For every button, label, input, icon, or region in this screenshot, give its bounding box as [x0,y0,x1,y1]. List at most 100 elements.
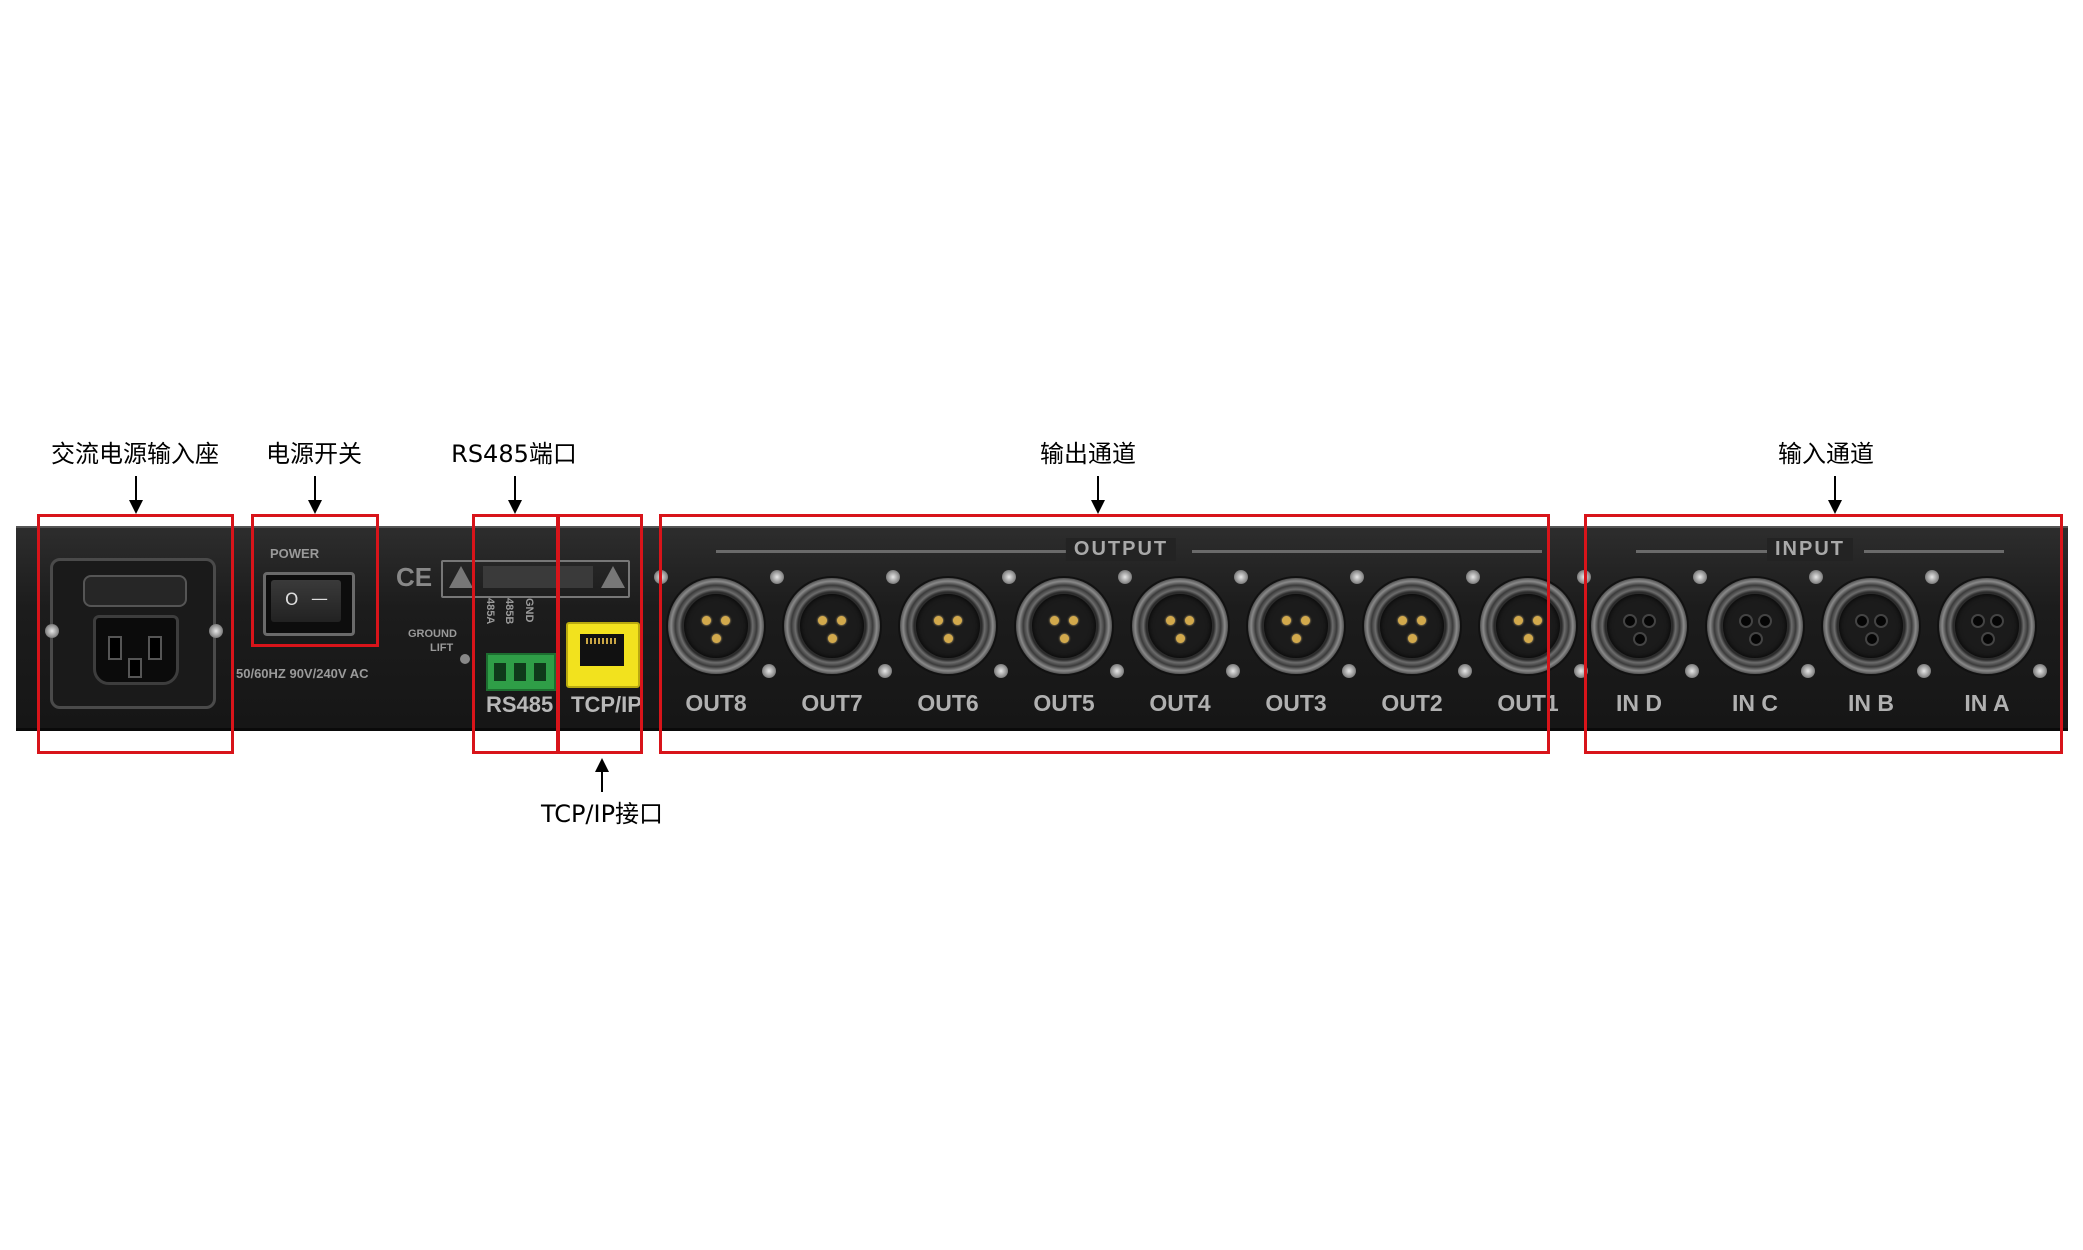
output-label: OUT6 [917,690,979,716]
rj45-jack [580,634,624,666]
input-label: IN C [1732,690,1778,716]
xlr-pin-2 [1533,616,1542,625]
input-screw-top-4 [1925,570,1939,584]
fuse-holder [83,575,187,607]
lift-label: LIFT [430,642,454,654]
power-rocker[interactable]: O — [271,580,341,622]
output-label: OUT2 [1381,690,1443,716]
output-label: OUT5 [1033,690,1095,716]
input-connector-face [1955,594,2019,658]
tcpip-port[interactable] [566,622,640,688]
input-label: IN A [1964,690,2010,716]
input-screw-top-2 [1693,570,1707,584]
output-screw-bottom-5 [1226,664,1240,678]
xlr-socket-1 [1741,616,1751,626]
arrow-rs485 [514,476,516,502]
input-connector-face [1607,594,1671,658]
input-connector-face [1723,594,1787,658]
callout-ac-power: 交流电源输入座 [51,440,219,468]
output-screw-top-7 [1350,570,1364,584]
output-screw-bottom-6 [1342,664,1356,678]
arrow-head-output [1091,500,1105,514]
xlr-pin-3 [943,634,953,643]
input-screw-bottom-3 [1917,664,1931,678]
xlr-socket-1 [1973,616,1983,626]
xlr-pin-2 [953,616,962,625]
output-screw-top-8 [1466,570,1480,584]
xlr-pin-1 [702,616,711,625]
iec-socket [93,615,179,685]
output-title: OUTPUT [1065,538,1177,561]
rs485-terminal[interactable] [486,653,556,691]
highlight-outputs [659,514,1550,754]
output-label: OUT4 [1149,690,1211,716]
rear-panel: POWER O — 50/60HZ 90V/240V AC CE GROUND … [16,526,2068,731]
xlr-pin-2 [1069,616,1078,625]
xlr-pin-1 [1282,616,1291,625]
output-screw-top-2 [770,570,784,584]
xlr-pin-1 [1514,616,1523,625]
output-label: OUT8 [685,690,747,716]
input-connector[interactable] [1707,578,1803,674]
xlr-pin-1 [1050,616,1059,625]
xlr-socket-2 [1760,616,1770,626]
ce-mark: CE [396,562,433,592]
output-connector[interactable] [1364,578,1460,674]
output-line-left [716,550,1076,553]
xlr-pin-2 [837,616,846,625]
output-connector-face [1380,594,1444,658]
input-connector[interactable] [1823,578,1919,674]
input-screw-bottom-2 [1801,664,1815,678]
xlr-socket-3 [1982,634,1993,644]
arrow-output [1097,476,1099,502]
output-connector-face [684,594,748,658]
output-connector[interactable] [668,578,764,674]
arrow-head-rs485 [508,500,522,514]
input-title: INPUT [1767,538,1853,561]
output-screw-top-6 [1234,570,1248,584]
xlr-pin-3 [1059,634,1069,643]
output-line-right [1192,550,1542,553]
switch-on-mark: O [285,590,299,610]
output-connector[interactable] [1016,578,1112,674]
input-connector[interactable] [1939,578,2035,674]
power-switch[interactable]: O — [263,572,355,636]
output-connector-face [916,594,980,658]
socket-pin-n [148,636,162,660]
highlight-power-switch [251,514,379,647]
callout-output-channels: 输出通道 [1040,440,1136,468]
callout-power-switch: 电源开关 [266,440,362,468]
arrow-head-ac-power [129,500,143,514]
warning-triangle-icon-2 [601,566,625,588]
output-screw-top-5 [1118,570,1132,584]
ground-lift-switch[interactable] [460,654,470,664]
input-screw-bottom-1 [1685,664,1699,678]
rs485-slot-2 [514,663,526,681]
rs485-slot-3 [534,663,546,681]
arrow-head-input [1828,500,1842,514]
output-connector[interactable] [1248,578,1344,674]
output-screw-bottom-2 [878,664,892,678]
rs485-slot-1 [494,663,506,681]
input-line-right [1864,550,2004,553]
output-connector[interactable] [900,578,996,674]
tcpip-label: TCP/IP [571,692,642,717]
arrow-head-power-switch [308,500,322,514]
voltage-rating: 50/60HZ 90V/240V AC [236,666,369,681]
xlr-pin-3 [1523,634,1533,643]
output-connector[interactable] [784,578,880,674]
power-label: POWER [270,546,320,561]
output-connector[interactable] [1132,578,1228,674]
input-connector[interactable] [1591,578,1687,674]
xlr-pin-2 [721,616,730,625]
xlr-pin-1 [934,616,943,625]
xlr-pin-3 [1407,634,1417,643]
ac-inlet [50,558,216,709]
xlr-pin-1 [1166,616,1175,625]
callout-tcpip: TCP/IP接口 [540,800,664,828]
xlr-pin-3 [711,634,721,643]
arrow-power-switch [314,476,316,502]
output-screw-bottom-4 [1110,664,1124,678]
xlr-socket-2 [1992,616,2002,626]
xlr-pin-2 [1301,616,1310,625]
